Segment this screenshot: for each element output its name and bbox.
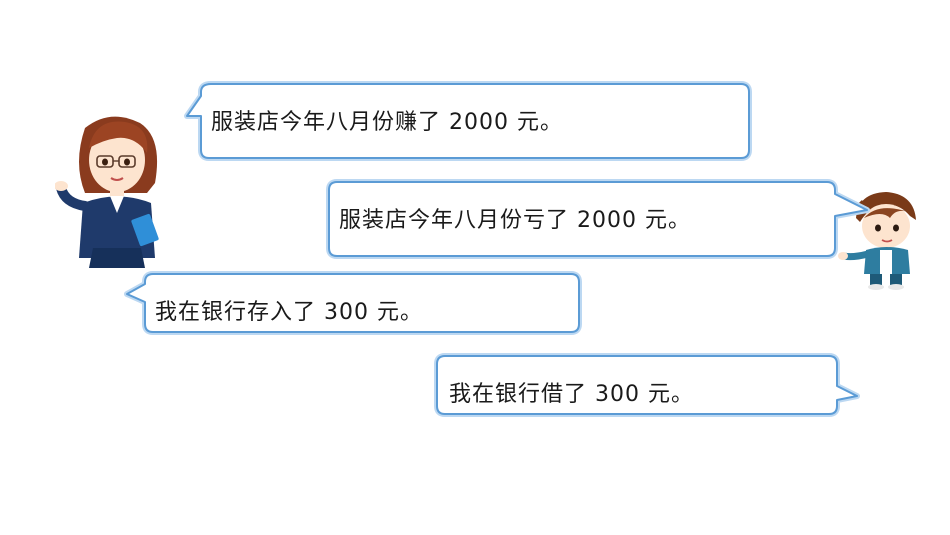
bubble-2-text: 服装店今年八月份亏了 2000 元。	[339, 208, 691, 233]
speech-bubble-3: 我在银行存入了 300 元。	[124, 271, 582, 335]
bubble-4-text: 我在银行借了 300 元。	[449, 382, 694, 407]
bubble-3-text: 我在银行存入了 300 元。	[155, 300, 423, 325]
bubble-1-text: 服装店今年八月份赚了 2000 元。	[211, 110, 563, 135]
speech-bubble-4: 我在银行借了 300 元。	[434, 353, 860, 417]
teacher-character-icon	[54, 108, 170, 268]
speech-bubble-1: 服装店今年八月份赚了 2000 元。	[184, 81, 752, 161]
speech-bubble-2: 服装店今年八月份亏了 2000 元。	[326, 179, 872, 259]
